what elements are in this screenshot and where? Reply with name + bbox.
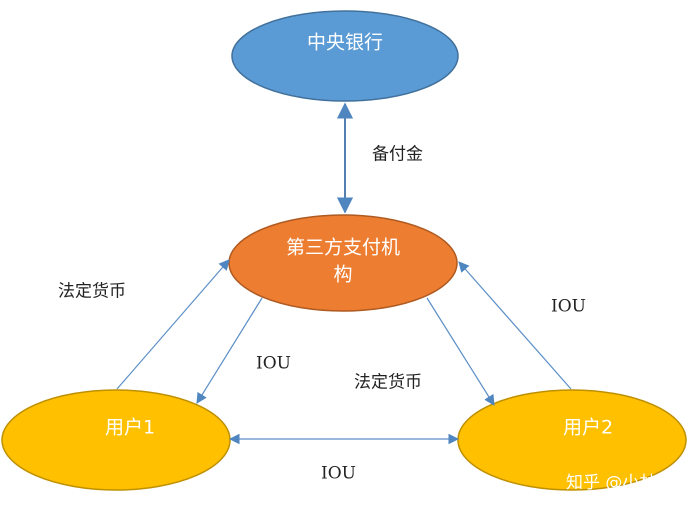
watermark: 知乎 @小林呢 — [566, 473, 673, 493]
user2-label: 用户2 — [563, 417, 613, 439]
third-party-payment-label-line1: 第三方支付机 — [286, 237, 400, 259]
user1-shape — [1, 389, 231, 491]
third-party-payment-node: 第三方支付机 构 — [228, 214, 458, 312]
third-party-payment-label-line2: 构 — [333, 264, 352, 286]
central-bank-node: 中央银行 — [231, 10, 459, 102]
user2-iou-label: IOU — [551, 297, 586, 317]
reserve-funds-label: 备付金 — [372, 145, 423, 165]
user1-fiat-label: 法定货币 — [58, 282, 126, 302]
central-bank-shape — [231, 10, 459, 102]
third-party-to-user1-arrow — [196, 297, 263, 404]
central-bank-label: 中央银行 — [307, 32, 383, 54]
third-party-to-user2-arrow — [426, 297, 495, 406]
user2-to-third-party-arrow — [458, 261, 572, 390]
user1-to-third-party-arrow — [116, 259, 230, 390]
user2-fiat-label: 法定货币 — [354, 373, 422, 393]
user2-node: 用户2 — [457, 389, 687, 491]
user1-node: 用户1 — [1, 389, 231, 491]
user1-iou-label: IOU — [256, 354, 291, 374]
user1-label: 用户1 — [105, 417, 155, 439]
user-to-user-iou-label: IOU — [321, 464, 356, 484]
